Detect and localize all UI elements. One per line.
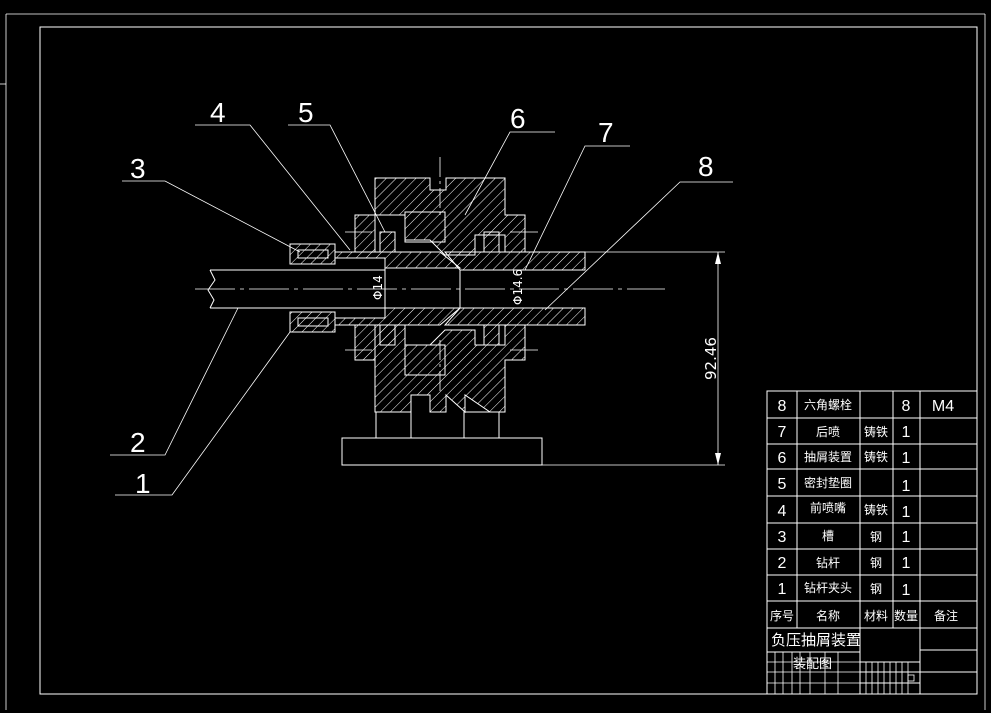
bom-name: 密封垫圈 (804, 475, 852, 490)
housing-chamber-bottom (404, 344, 446, 376)
bom-no: 3 (778, 529, 787, 546)
bom-material: 铸铁 (864, 424, 888, 439)
bom-name: 后喷 (816, 425, 840, 439)
chuck-slot-bottom (297, 317, 329, 327)
housing-chamber-top (404, 211, 446, 243)
bom-name: 钻杆夹头 (804, 580, 852, 595)
bom-header-name: 名称 (816, 608, 840, 623)
leader-7 (524, 145, 630, 271)
bom-row: 2 钻杆 钢 1 (778, 555, 911, 572)
support-leg-left (375, 411, 412, 439)
bom-no: 8 (778, 398, 787, 415)
bom-no: 1 (778, 581, 787, 598)
drawing-frame (39, 26, 978, 695)
leader-5 (288, 124, 386, 233)
bom-table: 8 六角螺栓 8 M4 7 后喷 铸铁 1 6 抽屑装置 铸铁 1 5 密封垫圈… (766, 390, 978, 695)
leader-3 (122, 180, 301, 253)
part-label-2: 2 (130, 427, 146, 458)
drill-chuck-bottom (289, 311, 336, 333)
bom-name: 前喷嘴 (810, 500, 846, 515)
seal-bottom-left (379, 324, 396, 346)
bom-name: 抽屑装置 (804, 450, 852, 464)
flange-left-bottom (354, 324, 376, 361)
chuck-slot-top (297, 249, 329, 259)
housing-top (374, 177, 526, 256)
bom-name: 六角螺栓 (804, 397, 852, 412)
leader-6 (464, 131, 555, 216)
bom-qty: 1 (902, 478, 911, 495)
part-label-1: 1 (135, 468, 151, 499)
bom-header-no: 序号 (770, 608, 794, 623)
bom-header-material: 材料 (864, 609, 888, 623)
support-leg-right (463, 411, 500, 439)
drill-chuck-top (289, 243, 336, 265)
seal-top-left (379, 231, 396, 253)
drawing-subtitle: 装配图 (793, 657, 832, 672)
assembly-drawing: Φ14 Φ14.6 92.46 1 2 3 4 5 6 7 8 (110, 97, 733, 499)
part-label-8: 8 (698, 151, 714, 182)
part-label-3: 3 (130, 153, 146, 184)
base-plate (341, 437, 543, 466)
leader-4 (195, 124, 351, 251)
dim-phi14: Φ14 (371, 275, 385, 300)
seal-top-right (483, 231, 500, 253)
drill-rod (207, 269, 385, 309)
dim-height: 92.46 (702, 337, 720, 380)
bom-header-qty: 数量 (894, 608, 918, 623)
front-nozzle-top (334, 251, 462, 269)
part-label-6: 6 (510, 103, 526, 134)
bom-material: 铸铁 (864, 502, 888, 517)
bom-row: 1 钻杆夹头 钢 1 (778, 580, 911, 599)
dim-phi146: Φ14.6 (511, 269, 525, 305)
bom-row: 7 后喷 铸铁 1 (778, 424, 911, 441)
bom-row: 3 槽 钢 1 (778, 529, 911, 546)
bom-no: 6 (778, 450, 787, 467)
part-label-7: 7 (598, 117, 614, 148)
front-nozzle-bottom (334, 307, 462, 326)
bom-no: 2 (778, 555, 787, 572)
bom-material: 钢 (870, 530, 882, 544)
housing-bottom (374, 324, 526, 414)
drawing-title: 负压抽屑装置 (771, 631, 861, 649)
bom-qty: 8 (902, 398, 911, 415)
bom-material: 钢 (870, 582, 882, 596)
rear-nozzle-top (443, 251, 586, 271)
bom-material: 铸铁 (864, 449, 888, 464)
bom-qty: 1 (902, 529, 911, 546)
bom-qty: 1 (902, 555, 911, 572)
bom-header-note: 备注 (934, 608, 958, 623)
leader-2 (110, 307, 239, 456)
bom-header: 序号 名称 材料 数量 备注 (770, 608, 958, 623)
bom-no: 7 (778, 424, 787, 441)
part-label-4: 4 (210, 97, 226, 128)
bom-qty: 1 (902, 582, 911, 599)
bom-row: 4 前喷嘴 铸铁 1 (778, 500, 911, 521)
bom-row: 5 密封垫圈 1 (778, 475, 911, 495)
seal-bottom-right (483, 324, 500, 346)
part-label-5: 5 (298, 97, 314, 128)
bom-no: 5 (778, 476, 787, 493)
bom-qty: 1 (902, 504, 911, 521)
bom-row: 8 六角螺栓 8 M4 (778, 397, 955, 415)
rear-nozzle-bottom (443, 307, 586, 326)
leader-8 (544, 181, 733, 311)
bom-material: 钢 (870, 556, 882, 570)
bom-qty: 1 (902, 450, 911, 467)
bom-qty: 1 (902, 424, 911, 441)
bom-name: 槽 (822, 529, 834, 543)
bom-note: M4 (932, 398, 954, 415)
bom-name: 钻杆 (816, 555, 840, 570)
bom-no: 4 (778, 503, 787, 520)
leader-1 (115, 331, 291, 496)
flange-left-top (354, 214, 376, 253)
bom-row: 6 抽屑装置 铸铁 1 (778, 449, 911, 467)
